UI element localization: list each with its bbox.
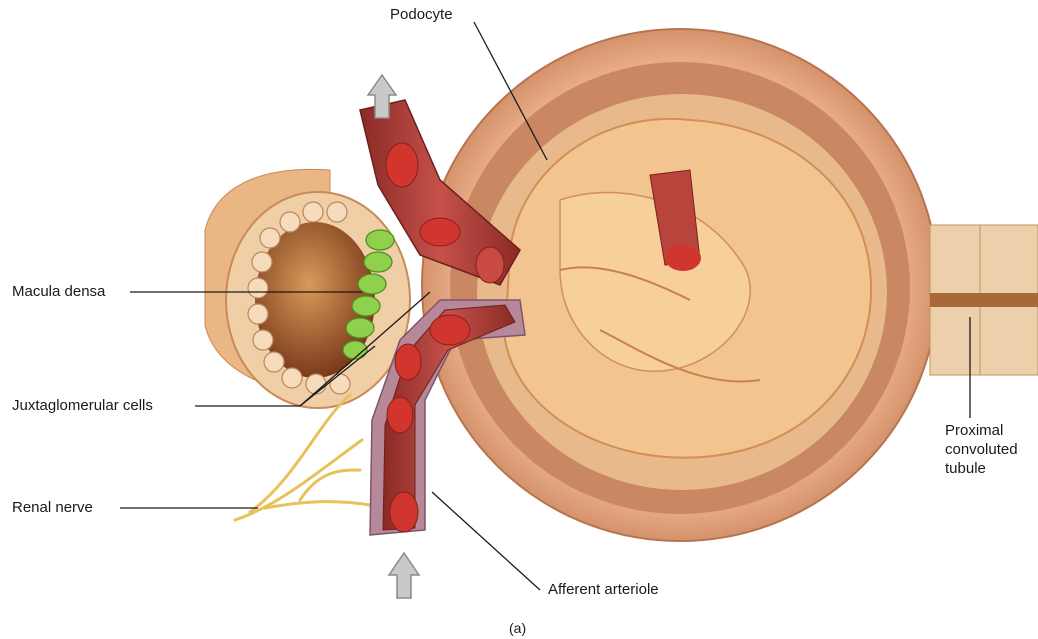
arrow-up-icon [389, 553, 419, 598]
proximal-tubule [930, 225, 1038, 375]
figure-caption: (a) [509, 619, 526, 637]
label-podocyte: Podocyte [390, 6, 453, 24]
label-proximal-convoluted-tubule: Proximal convoluted tubule [945, 421, 1038, 478]
label-proximal-line2: convoluted [945, 440, 1038, 459]
label-renal-nerve: Renal nerve [12, 499, 93, 517]
label-proximal-line3: tubule [945, 459, 1038, 478]
distal-tubule [205, 169, 410, 408]
label-juxtaglomerular-cells: Juxtaglomerular cells [12, 397, 153, 415]
label-afferent-arteriole: Afferent arteriole [548, 581, 659, 599]
renal-nerve [235, 395, 370, 520]
label-macula-densa: Macula densa [12, 283, 105, 301]
leader-afferent-arteriole [432, 492, 540, 590]
label-proximal-line1: Proximal [945, 421, 1038, 440]
